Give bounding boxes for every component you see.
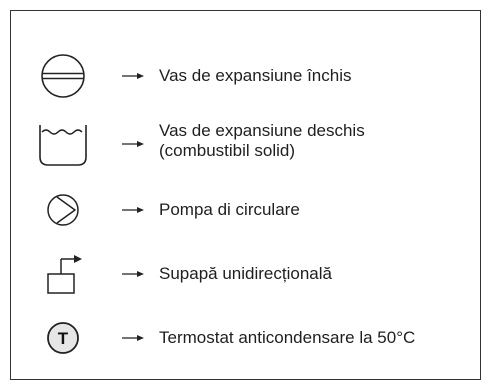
legend-item-label: Pompa di circulare bbox=[159, 200, 300, 219]
legend-item-label: Termostat anticondensare la 50°C bbox=[159, 328, 416, 347]
arrow-icon bbox=[120, 49, 146, 103]
legend-item-closed-vessel: Vas de expansiune închis bbox=[11, 49, 480, 103]
one-way-valve-icon bbox=[33, 247, 93, 301]
thermostat-icon: T bbox=[33, 311, 93, 365]
arrow-icon bbox=[120, 247, 146, 301]
legend-item-open-vessel: Vas de expansiune deschis (combustibil s… bbox=[11, 117, 480, 171]
svg-text:T: T bbox=[58, 329, 69, 348]
arrow-icon bbox=[120, 183, 146, 237]
legend-item-valve: Supapă unidirecțională bbox=[11, 247, 480, 301]
legend-item-label: Supapă unidirecțională bbox=[159, 264, 332, 283]
arrow-icon bbox=[120, 117, 146, 171]
closed-expansion-vessel-icon bbox=[33, 49, 93, 103]
legend-item-thermostat: T Termostat anticondensare la 50°C bbox=[11, 311, 480, 365]
legend-item-label: Vas de expansiune închis bbox=[159, 66, 352, 85]
arrow-icon bbox=[120, 311, 146, 365]
legend-item-label: Vas de expansiune deschis (combustibil s… bbox=[159, 121, 365, 160]
legend-box: Vas de expansiune închis Vas de expansiu… bbox=[10, 10, 481, 380]
open-expansion-vessel-icon bbox=[33, 117, 93, 171]
circulation-pump-icon bbox=[33, 183, 93, 237]
legend-item-pump: Pompa di circulare bbox=[11, 183, 480, 237]
